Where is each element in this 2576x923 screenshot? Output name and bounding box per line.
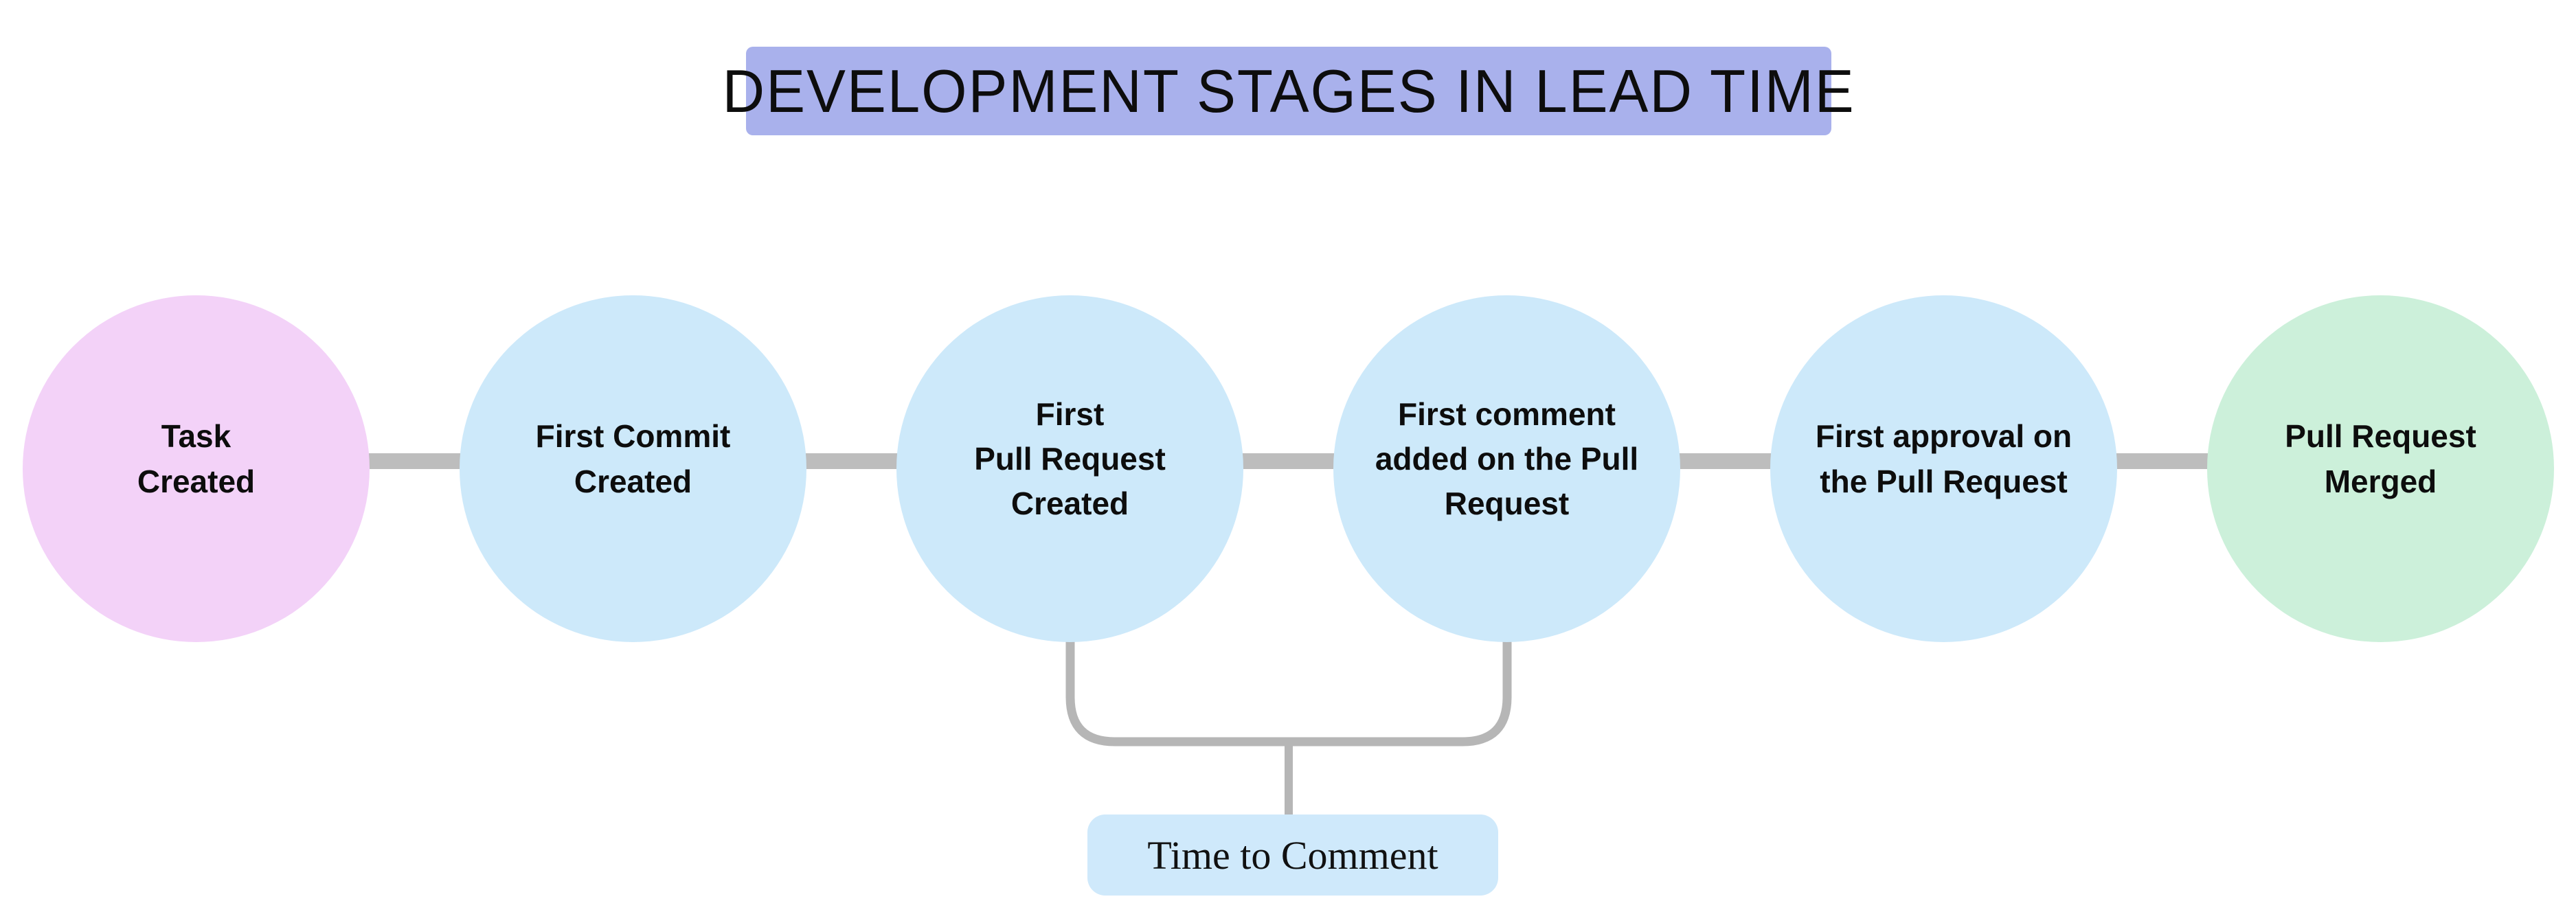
stage-node-first-commit-created: First Commit Created bbox=[460, 295, 806, 642]
stage-node-task-created: Task Created bbox=[23, 295, 370, 642]
stage-node-label: Task Created bbox=[137, 418, 256, 499]
stage-node-first-approval: First approval on the Pull Request bbox=[1770, 295, 2117, 642]
stage-node-label: First approval on the Pull Request bbox=[1815, 418, 2072, 499]
stage-node-first-pull-request-created: First Pull Request Created bbox=[896, 295, 1243, 642]
stage-node-pull-request-merged: Pull Request Merged bbox=[2207, 295, 2554, 642]
diagram-title: DEVELOPMENT STAGES IN LEAD TIME bbox=[722, 56, 1855, 125]
stage-node-label: Pull Request Merged bbox=[2285, 418, 2476, 499]
stage-node-label: First Commit Created bbox=[535, 418, 731, 499]
diagram-title-banner: DEVELOPMENT STAGES IN LEAD TIME bbox=[722, 47, 1854, 135]
stage-node-label: First Pull Request Created bbox=[974, 396, 1166, 522]
time-to-comment-text: Time to Comment bbox=[1147, 832, 1438, 878]
stage-node-first-comment-added: First comment added on the Pull Request bbox=[1333, 295, 1680, 642]
time-to-comment-bracket bbox=[1065, 635, 1512, 747]
time-to-comment-label: Time to Comment bbox=[1087, 814, 1498, 896]
stage-node-label: First comment added on the Pull Request bbox=[1375, 396, 1639, 522]
